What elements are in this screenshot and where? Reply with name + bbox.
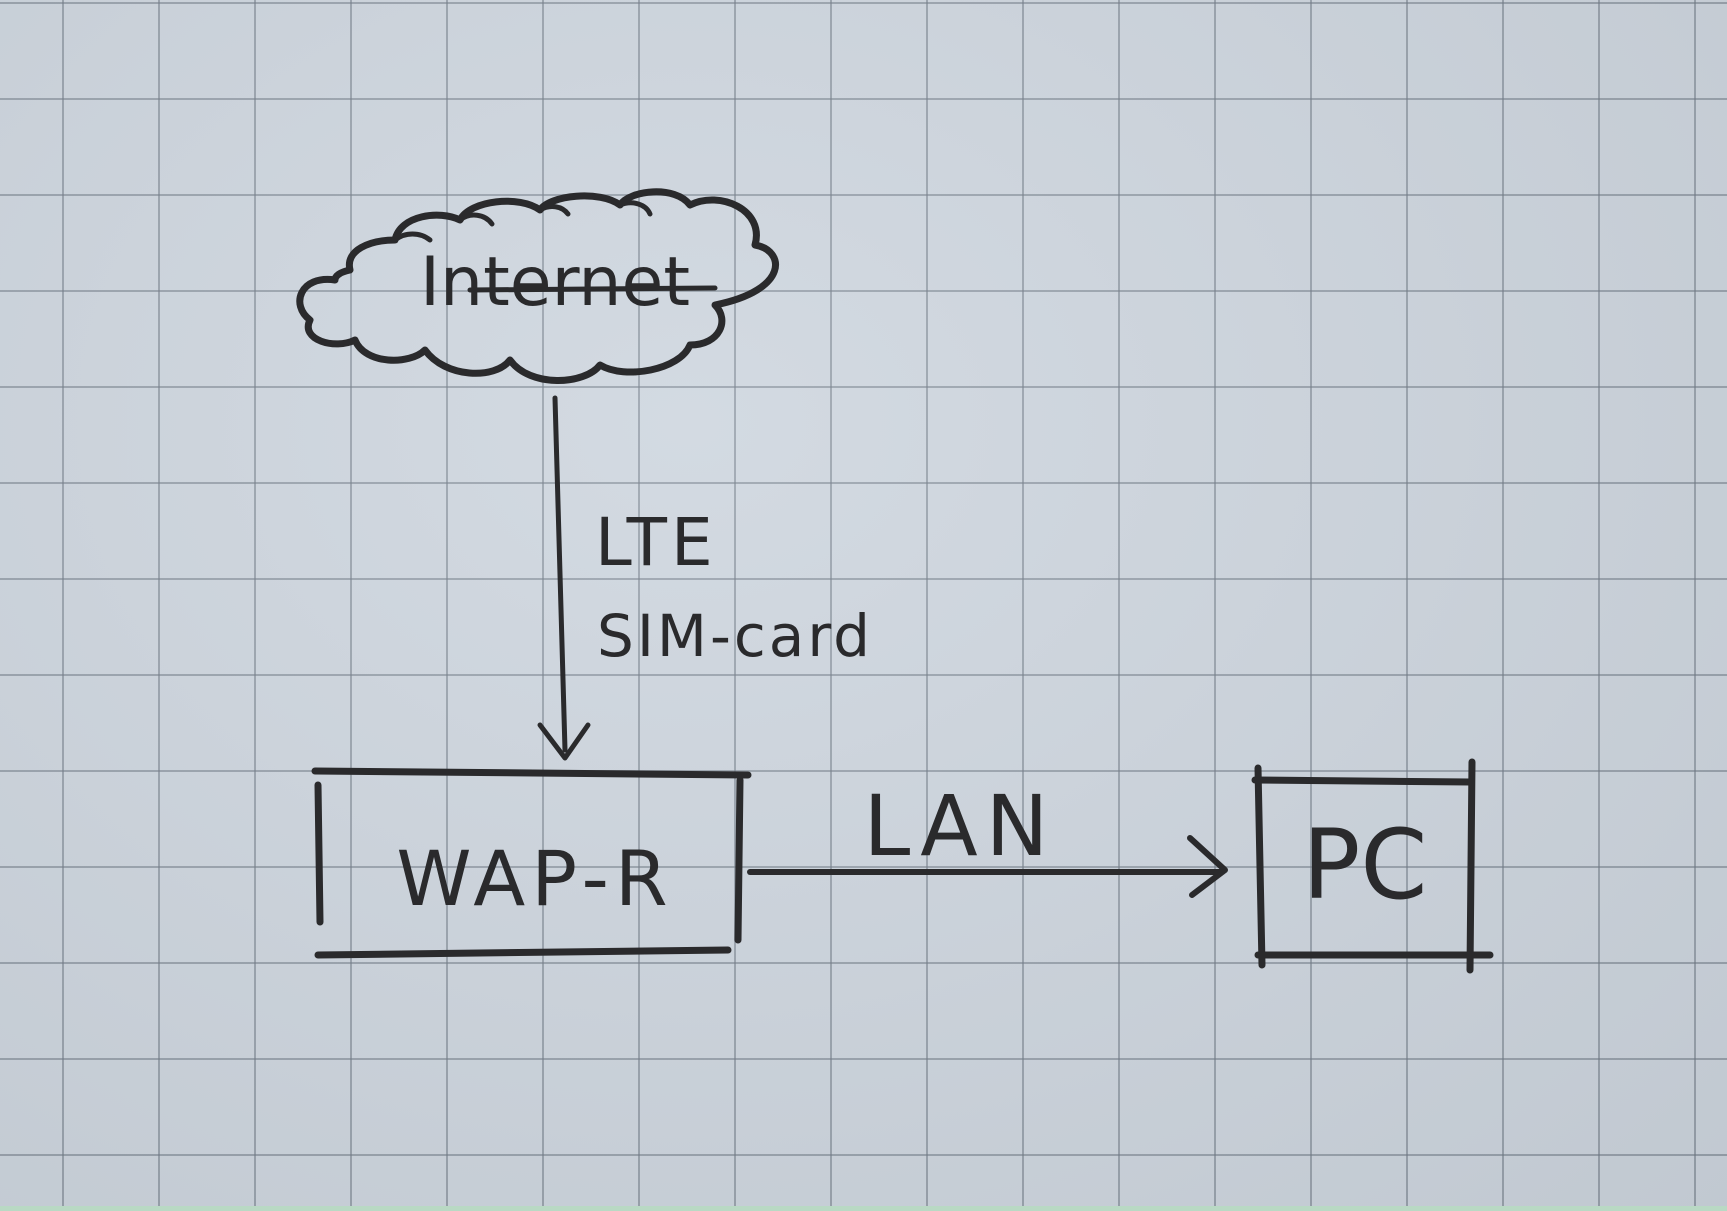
pc-box-right-edge [1466,758,1476,974]
lte-arrow-line [552,395,568,753]
internet-label: Internet [420,243,690,322]
lan-label: LAN [863,777,1056,875]
pc-box-top-edge [1251,776,1474,786]
lan-edge: LAN [747,777,1228,898]
wap-node: WAP-R [311,767,752,959]
internet-label-strike-line [467,285,718,293]
bottom-edge-strip [0,1206,1727,1211]
pc-label: PC [1303,809,1428,921]
internet-node: Internet [296,188,779,384]
pc-node: PC [1251,758,1494,974]
wap-box-top-edge [311,767,752,779]
wap-box-bottom-edge [314,946,732,959]
pc-box-left-edge [1254,764,1266,969]
sim-card-label: SIM-card [597,602,873,670]
lte-arrowhead-icon [537,722,591,761]
lte-edge: LTE SIM-card [537,395,873,761]
wap-box-right-edge [734,776,744,944]
internet-cloud-inner-curls [392,200,653,243]
wap-label: WAP-R [396,834,673,923]
wap-box-left-edge [314,781,324,926]
lte-label: LTE [595,504,717,581]
internet-cloud-shape [296,188,779,384]
lan-arrowhead-icon [1187,835,1228,898]
